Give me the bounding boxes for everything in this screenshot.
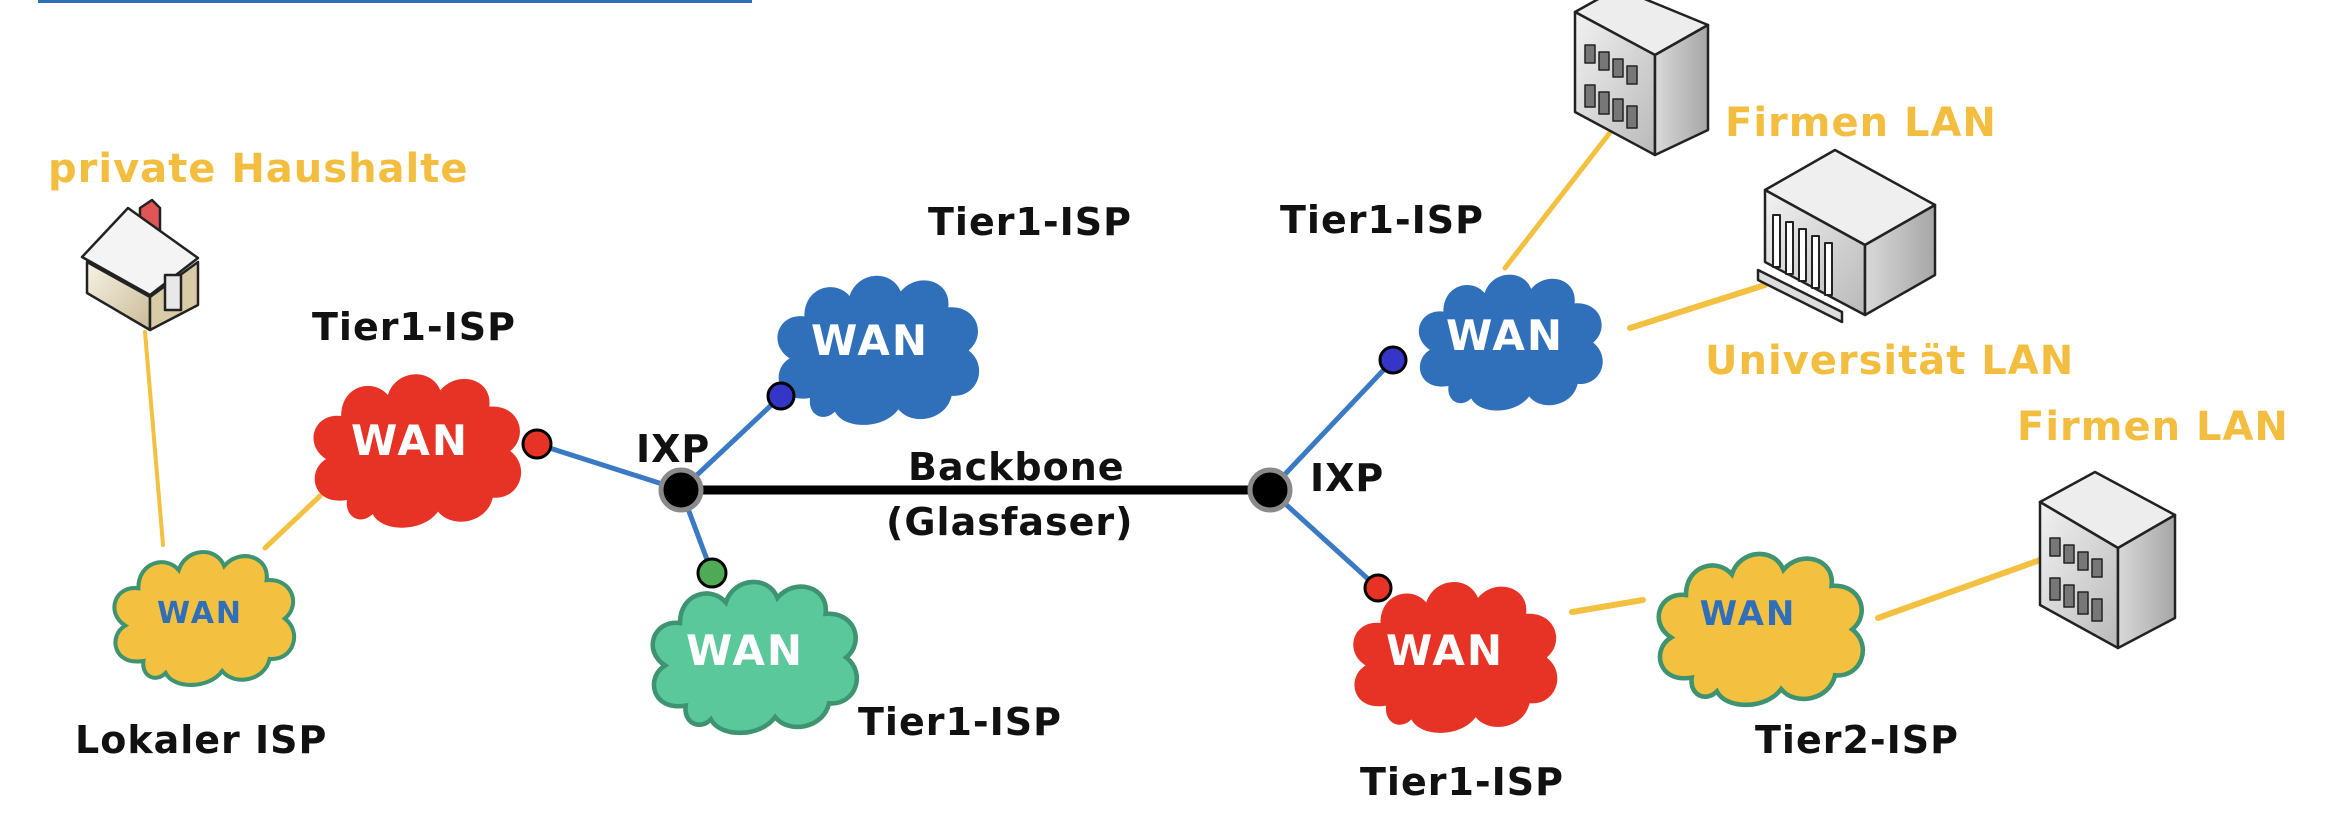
label-company-lan-top: Firmen LAN [1725,100,1997,146]
cloud-tier1-bottom-center[interactable]: WAN [653,582,857,733]
cloud-tier1-left[interactable]: WAN [313,374,522,528]
cloud-tier2-text: WAN [1700,594,1797,634]
label-tier1-top-center: Tier1-ISP [928,200,1133,244]
link-ixp-tier1-top-center[interactable] [678,393,784,493]
cloud-tier1-top-center[interactable]: WAN [777,275,980,425]
link-ixp-right-tier1-top-right[interactable] [1267,357,1396,493]
link-tier1-left-ixp[interactable] [534,441,684,493]
cloud-tier1-top-right[interactable]: WAN [1418,274,1603,411]
label-tier1-left: Tier1-ISP [312,305,517,349]
cloud-tier1-bottom-right[interactable]: WAN [1353,581,1558,733]
link-tier1-top-right-university [1627,282,1768,331]
house-icon [80,198,200,332]
cloud-tier2[interactable]: WAN [1659,554,1863,705]
port-tier1-top-right[interactable] [1378,345,1408,375]
office-building-icon-right [2038,470,2177,650]
cloud-tier1-top-center-text: WAN [811,316,929,365]
label-tier1-top-right: Tier1-ISP [1280,198,1485,242]
ixp-node-left[interactable] [658,467,704,513]
label-tier2: Tier2-ISP [1755,718,1960,762]
label-company-lan-right: Firmen LAN [2017,404,2289,450]
link-ixp-right-tier1-bottom-right[interactable] [1267,487,1381,591]
port-tier1-bottom-right[interactable] [1363,573,1393,603]
label-university-lan: Universität LAN [1705,338,2075,384]
cloud-tier1-top-right-text: WAN [1446,311,1564,360]
label-local-isp: Lokaler ISP [75,718,328,762]
label-ixp-right: IXP [1310,456,1385,500]
ixp-node-right[interactable] [1247,467,1293,513]
port-tier1-left[interactable] [521,428,553,460]
cloud-tier1-bottom-right-text: WAN [1386,626,1504,675]
label-backbone: Backbone [908,445,1125,489]
label-tier1-bottom-right: Tier1-ISP [1360,760,1565,804]
cloud-local-isp-text: WAN [157,596,243,631]
link-tier1-bottom-right-tier2 [1569,597,1646,615]
link-house-local-isp [143,330,165,547]
label-tier1-bottom-center: Tier1-ISP [858,700,1063,744]
label-ixp-left: IXP [636,427,711,471]
link-tier1-top-right-office [1502,127,1615,271]
top-rule [38,0,752,3]
cloud-local-isp[interactable]: WAN [114,552,294,685]
university-building-icon [1756,148,1937,324]
label-private-households: private Haushalte [48,146,469,192]
link-tier2-office-right [1875,557,2043,621]
cloud-tier1-bottom-center-text: WAN [686,626,804,675]
label-backbone-medium: (Glasfaser) [886,500,1134,544]
link-local-isp-tier1-left [262,493,323,551]
port-tier1-bottom-center[interactable] [696,557,728,589]
office-building-icon-top [1573,0,1710,157]
port-tier1-top-center[interactable] [766,381,796,411]
cloud-tier1-left-text: WAN [351,416,469,465]
